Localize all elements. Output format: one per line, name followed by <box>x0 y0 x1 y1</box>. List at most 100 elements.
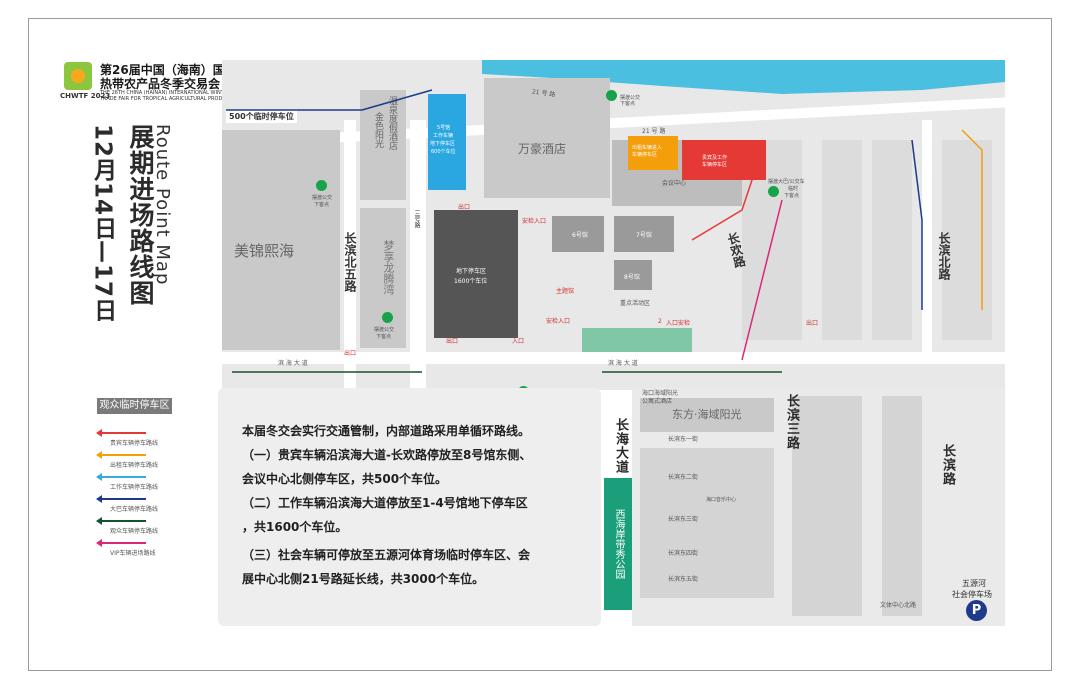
ferry-3-label-a: 摆渡公交 <box>374 327 395 333</box>
info-line-1: 本届冬交会实行交通管制，内部道路采用单循环路线。 <box>242 424 531 438</box>
exit-label-3: 出口 <box>446 338 459 345</box>
legend-arrow-icon <box>96 495 146 503</box>
hall8 <box>614 260 652 290</box>
dongfang-label: 东方·海域阳光 <box>672 408 742 421</box>
block-dongfang <box>640 398 774 432</box>
road-21b-label: 21 号 路 <box>642 128 666 135</box>
taxi-route <box>961 129 983 310</box>
road-changbin-north5 <box>344 120 356 390</box>
exit-label-2: 出口 <box>344 350 357 357</box>
ferry-2-label-a: 摆渡公交 <box>312 195 333 201</box>
bus-pickup-3: 下客点 <box>784 193 800 199</box>
info-line-3: 会议中心北侧停车区，共500个车位。 <box>242 472 448 486</box>
fair-title-line2: 热带农产品冬季交易会 <box>100 77 221 91</box>
entry-label: 入口 <box>512 338 525 345</box>
wanhao-label: 万豪酒店 <box>518 142 567 156</box>
bus-stop-icon <box>768 186 779 197</box>
legend-label: 工作车辆停车路线 <box>110 484 159 491</box>
ferry-stop-icon-2 <box>316 180 327 191</box>
wuyuan-label-b: 社会停车场 <box>952 590 992 599</box>
legend-item: 观众车辆停车路线 <box>96 517 190 536</box>
block-menghu <box>360 208 406 348</box>
ferry-stop-icon-3 <box>382 312 393 323</box>
legend-label: 大巴车辆停车路线 <box>110 506 159 513</box>
legend-item: 工作车辆停车路线 <box>96 473 190 492</box>
vip-entry-route <box>741 199 783 361</box>
parking-500-label: 500个临时停车位 <box>226 110 297 123</box>
ferry-1-label-a: 摆渡公交 <box>620 95 641 101</box>
bus-route-north <box>226 89 433 111</box>
legend-title: 观众临时停车区 <box>97 398 172 414</box>
hall6 <box>552 216 604 252</box>
ferry-2-label-b: 下客点 <box>314 202 330 208</box>
hotel-label-2: 金色阳光 <box>373 112 383 148</box>
activity-label: 重点活动区 <box>620 300 651 307</box>
hall7-label: 7号馆 <box>636 232 652 239</box>
underground-text-2: 1600个车位 <box>454 278 488 285</box>
hotel-label-1: 温泉度假酒店 <box>387 96 397 150</box>
legend-arrow-icon <box>96 539 146 547</box>
fair-title-line1: 第26届中国（海南）国际 <box>100 63 237 77</box>
logo-code: CHWTF 2023 <box>60 92 111 100</box>
legend-arrow-icon <box>96 473 146 481</box>
fair-logo-icon <box>64 62 92 90</box>
hall5-text-1: 5号馆 <box>437 125 451 131</box>
ferry-3-label-b: 下客点 <box>376 334 392 340</box>
legend-label: VIP车辆进场路线 <box>110 550 156 557</box>
ferry-1-label-b: 下客点 <box>620 101 636 107</box>
hall5-parking: 5号馆 工作车辆 地下停车区 600个车位 <box>428 94 466 190</box>
hotel-label-b: 公寓式酒店 <box>642 398 673 405</box>
fair-english-line1: THE 26TH CHINA (HAINAN) INTERNATIONAL WI… <box>100 90 231 96</box>
block-meijin <box>222 130 340 350</box>
exhibition-dates: 12月14日—17日 <box>89 124 116 323</box>
block-wanhao <box>484 78 610 198</box>
legend-item: 贵宾车辆停车路线 <box>96 429 190 448</box>
green-strip <box>582 328 692 352</box>
changbin3-label: 长滨三路 <box>784 394 799 450</box>
legend-item: VIP车辆进场路线 <box>96 539 190 558</box>
changbin-north5-label: 长滨北五路 <box>343 232 357 292</box>
conference-label: 会议中心 <box>662 180 687 187</box>
culture-road-label: 文体中心北路 <box>880 602 917 609</box>
bus-pickup-1: 摆渡大巴/公交车 <box>768 179 805 185</box>
hall7 <box>614 216 674 252</box>
fair-english-line2: TRADE FAIR FOR TROPICAL AGRICULTURAL PRO… <box>100 96 236 102</box>
info-line-7: 展中心北侧21号路延长线，共3000个车位。 <box>242 572 485 586</box>
legend-arrow-icon <box>96 429 146 437</box>
exit-label-4: 出口 <box>806 320 819 327</box>
legend-label: 贵宾车辆停车路线 <box>110 440 159 447</box>
taxi-parking-text-1: 出租车辆进入 <box>632 145 663 151</box>
legend-arrow-icon <box>96 451 146 459</box>
venue-map: 5号馆 工作车辆 地下停车区 600个车位 地下停车区 1600个车位 贵宾及工… <box>222 60 1005 390</box>
underground-text-1: 地下停车区 <box>456 268 487 275</box>
road-sanhao <box>410 120 426 390</box>
taxi-parking-text-2: 车辆停车区 <box>632 152 658 158</box>
bus-pickup-2: 临时 <box>788 186 799 192</box>
vip-route <box>691 149 763 241</box>
parking-icon: P <box>966 600 987 621</box>
street-1: 长滨东一街 <box>668 436 699 443</box>
meijin-label: 美锦熙海 <box>234 242 295 260</box>
entry-main-label: 入口安检 <box>666 320 691 327</box>
west-coast-garden: 西海岸带秀公园 <box>604 478 632 610</box>
hall6-label: 6号馆 <box>572 232 588 239</box>
info-panel: 本届冬交会实行交通管制，内部道路采用单循环路线。 （一）贵宾车辆沿滨海大道-长欢… <box>218 388 601 626</box>
south-district <box>632 388 1005 626</box>
road-binhai <box>222 352 1005 364</box>
underground-parking: 地下停车区 1600个车位 <box>434 210 518 338</box>
legend-label: 出租车辆停车路线 <box>110 462 159 469</box>
legend-arrow-icon <box>96 517 146 525</box>
legend-item: 出租车辆停车路线 <box>96 451 190 470</box>
hall8-label: 8号馆 <box>624 274 640 281</box>
road-binhai2-label: 滨 海 大 道 <box>608 360 638 367</box>
ferry-stop-icon-1 <box>606 90 617 101</box>
block-east4 <box>942 140 992 340</box>
road-binhai-label: 滨 海 大 道 <box>278 360 308 367</box>
menghu-label: 梦享龙腾湾 <box>382 240 395 295</box>
vip-parking-text-2: 车辆停车区 <box>702 162 728 168</box>
street-4: 长滨东四街 <box>668 550 699 557</box>
changbin-road-label: 长滨路 <box>940 444 955 486</box>
info-line-2: （一）贵宾车辆沿滨海大道-长欢路停放至8号馆东侧、 <box>242 448 532 462</box>
block-south-east <box>882 396 922 616</box>
hotel-label-a: 海口海域阳光 <box>642 390 679 397</box>
